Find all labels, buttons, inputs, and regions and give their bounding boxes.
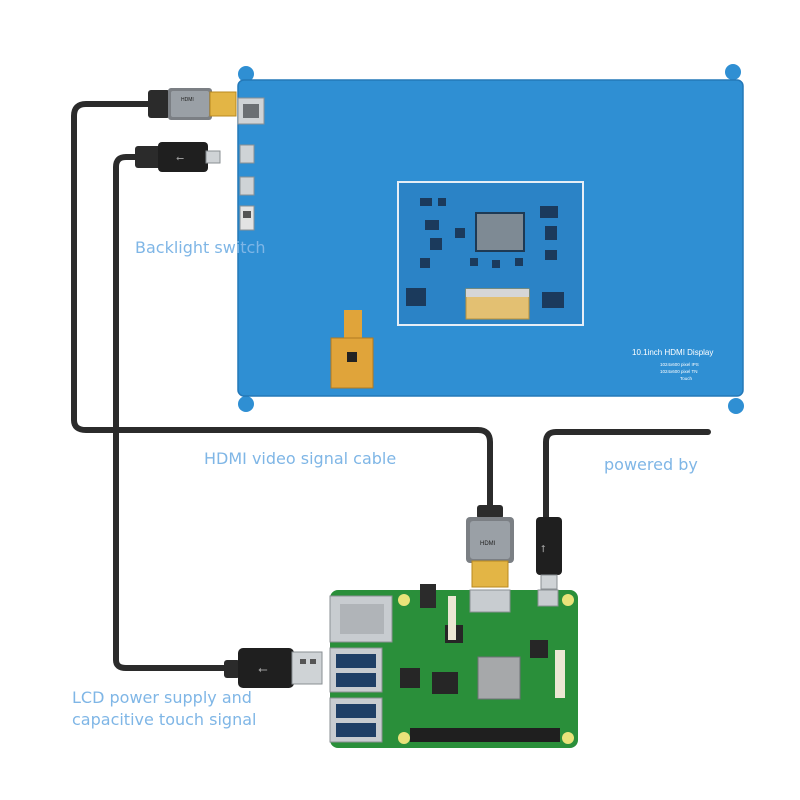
- mounting-hole-tr: [725, 64, 741, 80]
- usb-a-plug: ⭠: [224, 648, 323, 688]
- micro-usb-plug-panel: ⭠: [135, 142, 221, 172]
- label-backlight-switch: Backlight switch: [135, 238, 266, 257]
- svg-text:⭠: ⭠: [176, 153, 184, 164]
- pi-hdmi-port: [469, 589, 511, 613]
- audio-jack: [420, 584, 436, 608]
- usb-cable: [113, 154, 233, 671]
- svg-text:⭡: ⭡: [541, 544, 546, 555]
- label-lcd-power-touch: LCD power supply and capacitive touch si…: [72, 687, 256, 731]
- raspberry-pi-board: [329, 584, 578, 748]
- gpio-header: [410, 728, 560, 742]
- panel-spec-line-2: 1024x600 pixel TN: [660, 369, 697, 374]
- power-cable: [543, 429, 711, 521]
- touch-fpc-cable: [344, 310, 362, 342]
- driver-chip: [475, 212, 525, 252]
- svg-text:HDMI: HDMI: [181, 97, 194, 103]
- svg-text:HDMI: HDMI: [480, 541, 496, 547]
- panel-spec-line-1: 1024x600 pixel IPS: [660, 362, 699, 367]
- label-lcd-power-line-2: capacitive touch signal: [72, 710, 257, 729]
- label-powered-by: powered by: [604, 455, 698, 474]
- pi-cpu: [477, 656, 521, 700]
- touch-fpc-pad: [330, 337, 374, 389]
- hdmi-cable: [71, 101, 493, 515]
- label-lcd-power-line-1: LCD power supply and: [72, 688, 252, 707]
- mounting-hole-bl: [238, 396, 254, 412]
- panel-model-text: 10.1inch HDMI Display: [632, 348, 713, 357]
- mounting-hole-tl: [238, 66, 254, 82]
- svg-text:⭠: ⭠: [258, 662, 268, 676]
- mounting-hole-br: [728, 398, 744, 414]
- power-micro-usb-plug: ⭡: [536, 517, 562, 590]
- panel-micro-usb-port-1: [239, 144, 255, 164]
- hdmi-plug-panel: HDMI: [148, 88, 237, 120]
- display-panel: 10.1inch HDMI Display 1024x600 pixel IPS…: [237, 64, 744, 414]
- pi-power-port: [537, 589, 559, 607]
- label-hdmi-video-signal-cable: HDMI video signal cable: [204, 449, 397, 468]
- hdmi-plug-pi: HDMI: [466, 505, 514, 588]
- panel-micro-usb-port-2: [239, 176, 255, 196]
- panel-spec-line-3: Touch: [680, 376, 693, 381]
